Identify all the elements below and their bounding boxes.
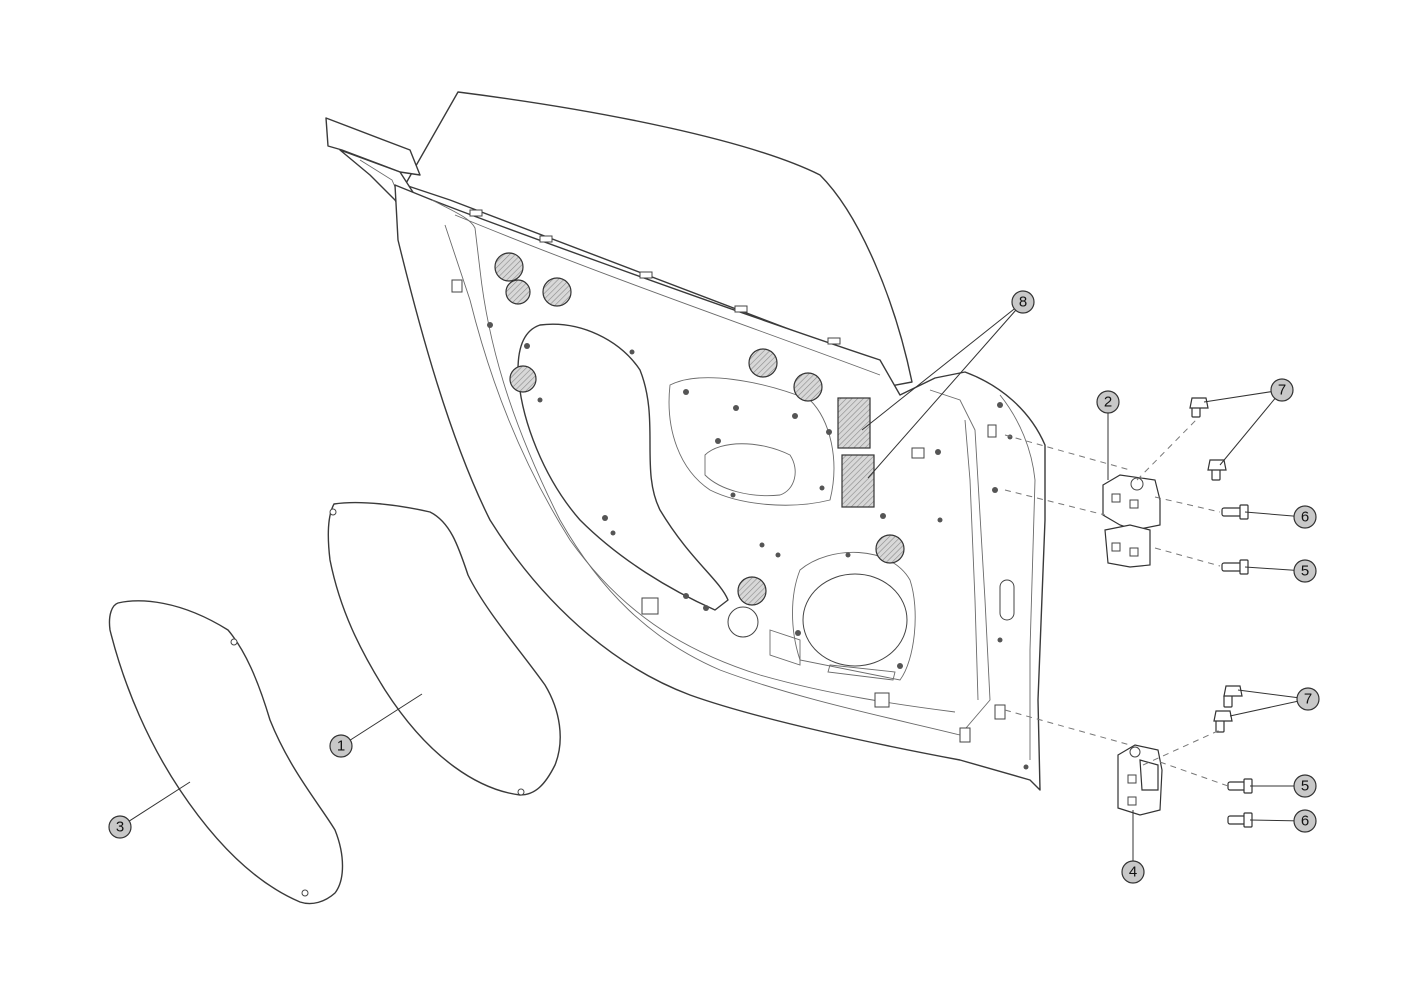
- callout-3-label: 3: [116, 819, 124, 836]
- part-3-sealing-sheet: [108, 600, 344, 905]
- callout-2-label: 2: [1104, 394, 1112, 411]
- nut-7-upper-b: [1207, 459, 1227, 481]
- callout-4: 4: [1121, 860, 1145, 884]
- part-1-sealing-sheet: [327, 501, 561, 796]
- callout-2: 2: [1096, 390, 1120, 414]
- callout-7b-label: 7: [1304, 691, 1312, 708]
- callout-3: 3: [108, 815, 132, 839]
- callout-7b: 7: [1296, 687, 1320, 711]
- bolt-6-upper: [1221, 504, 1249, 520]
- bolt-5-upper: [1221, 559, 1249, 575]
- callout-8: 8: [1011, 290, 1035, 314]
- upper-hinge: [1102, 474, 1161, 568]
- callout-1: 1: [329, 734, 353, 758]
- callout-6b-label: 6: [1301, 813, 1309, 830]
- callout-5a-label: 5: [1301, 563, 1309, 580]
- nut-7-upper-a: [1189, 397, 1209, 418]
- bolt-6-lower: [1227, 812, 1253, 828]
- door-inner-panel: [394, 184, 1046, 791]
- lower-hinge: [1117, 744, 1163, 816]
- window-glass: [404, 91, 913, 389]
- bolt-5-lower: [1227, 778, 1253, 794]
- callout-6a: 6: [1293, 505, 1317, 529]
- callout-5b: 5: [1293, 774, 1317, 798]
- callout-7a-label: 7: [1278, 382, 1286, 399]
- callout-4-label: 4: [1129, 864, 1137, 881]
- callout-5b-label: 5: [1301, 778, 1309, 795]
- callout-7a: 7: [1270, 378, 1294, 402]
- callout-6a-label: 6: [1301, 509, 1309, 526]
- callout-6b: 6: [1293, 809, 1317, 833]
- callout-5a: 5: [1293, 559, 1317, 583]
- assembly-lines: [1004, 417, 1229, 787]
- nut-7-lower-a: [1223, 685, 1243, 708]
- callout-8-label: 8: [1019, 294, 1027, 311]
- callout-1-label: 1: [337, 738, 345, 755]
- nut-7-lower-b: [1213, 710, 1233, 733]
